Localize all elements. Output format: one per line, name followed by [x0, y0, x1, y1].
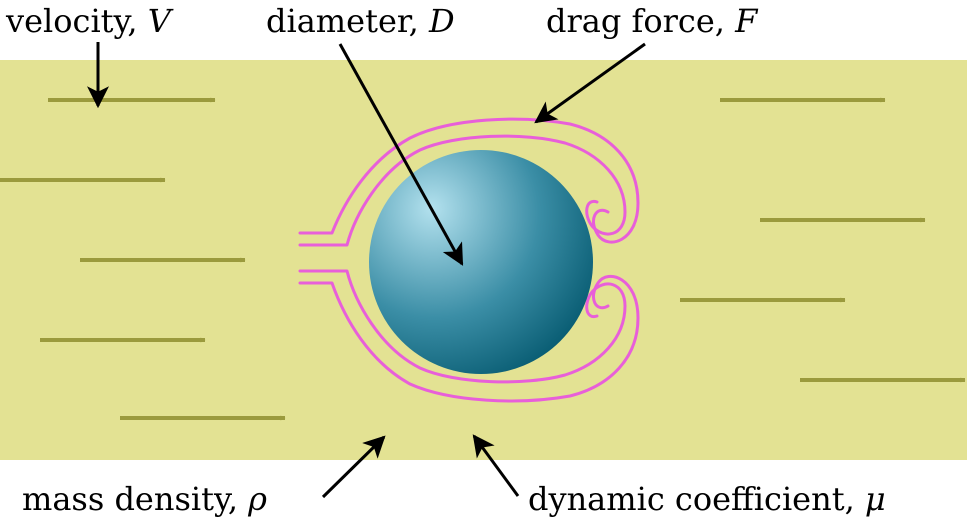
sphere [369, 150, 593, 374]
diameter-pointer [338, 43, 464, 266]
streamline-upper-outer [298, 117, 640, 244]
diameter-label: diameter, D [266, 2, 455, 40]
streamlines [298, 117, 640, 403]
mass-density-pointer [321, 435, 386, 499]
mass-density-label: mass density, ρ [22, 480, 267, 518]
drag-force-pointer [534, 42, 646, 124]
flow-arrows [0, 97, 966, 421]
streamline-upper-inner [298, 134, 627, 247]
streamline-lower-inner [298, 269, 627, 384]
dynamic-coefficient-pointer [472, 434, 520, 497]
drag-force-label: drag force, F [546, 2, 759, 40]
velocity-label: velocity, V [5, 2, 174, 40]
dynamic-coefficient-label: dynamic coefficient, μ [528, 480, 886, 518]
streamline-lower-outer [298, 274, 640, 403]
pointer-arrows [87, 42, 646, 499]
